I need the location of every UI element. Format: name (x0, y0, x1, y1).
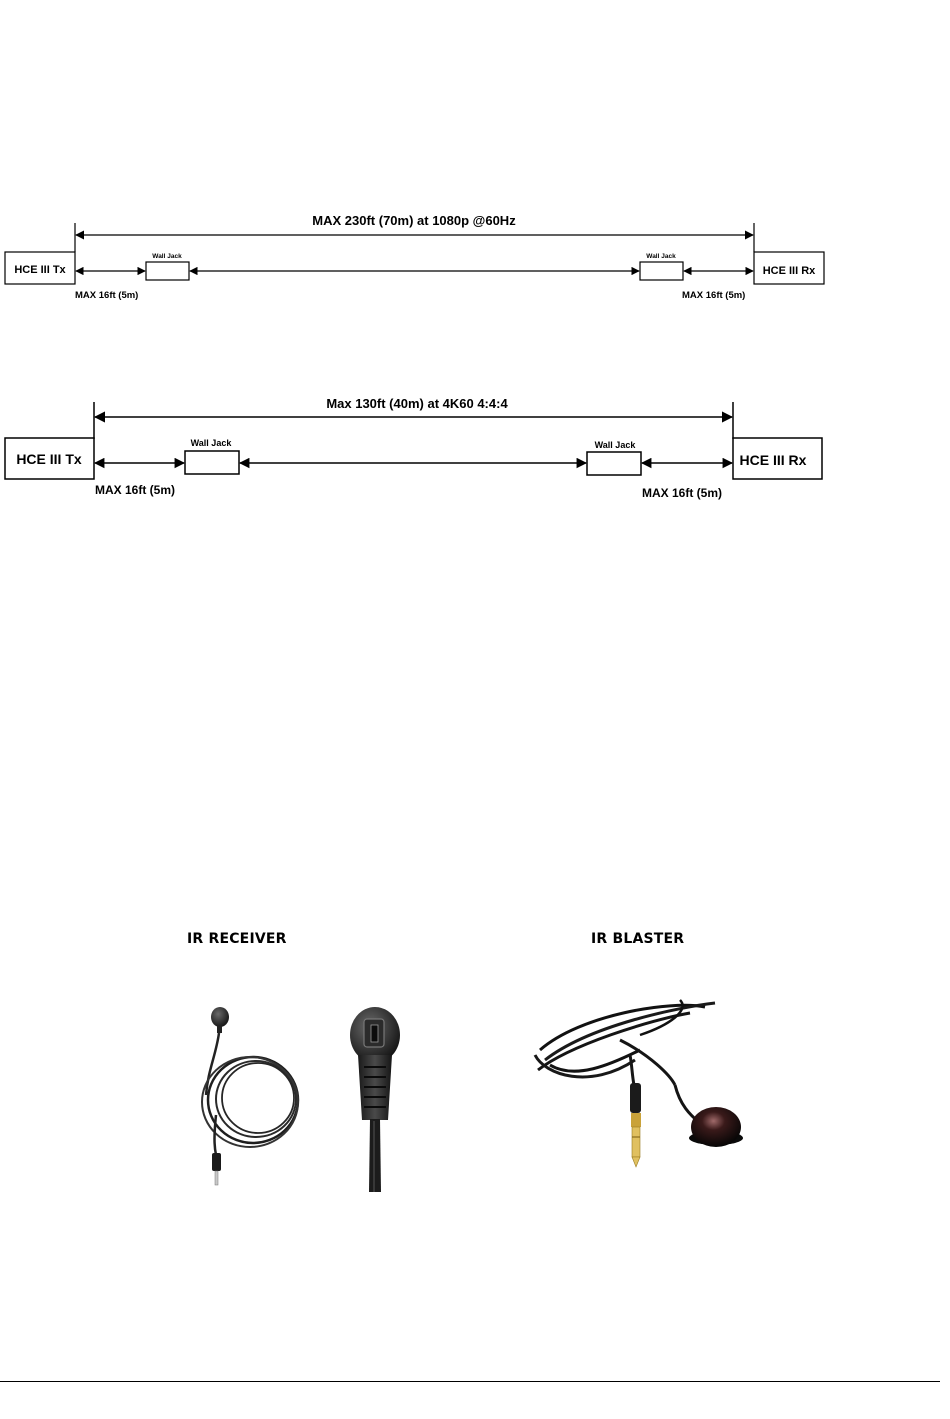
right-wall-jack-label: Wall Jack (595, 440, 637, 450)
left-wall-jack (146, 262, 189, 280)
left-wall-jack-label: Wall Jack (191, 438, 233, 448)
tx-label: HCE III Tx (14, 264, 66, 276)
right-wall-jack (587, 452, 641, 475)
left-max-label: MAX 16ft (5m) (95, 483, 175, 497)
footer-divider (0, 1381, 940, 1382)
ir-blaster-photo (520, 995, 766, 1192)
right-wall-jack-label: Wall Jack (646, 253, 676, 260)
left-wall-jack (185, 451, 239, 474)
rx-label: HCE III Rx (740, 452, 807, 468)
ir-blaster-caption: IR BLASTER (591, 931, 684, 947)
left-wall-jack-label: Wall Jack (152, 253, 182, 260)
right-wall-jack (640, 262, 683, 280)
right-max-label: MAX 16ft (5m) (642, 486, 722, 500)
span-label: MAX 230ft (70m) at 1080p @60Hz (312, 213, 516, 228)
tx-label: HCE III Tx (16, 451, 82, 467)
rx-label: HCE III Rx (763, 265, 816, 277)
left-max-label: MAX 16ft (5m) (75, 290, 138, 301)
right-max-label: MAX 16ft (5m) (682, 290, 745, 301)
connection-diagram-4k60: Max 130ft (40m) at 4K60 4:4:4 HCE III Tx… (0, 385, 950, 510)
ir-receiver-caption: IR RECEIVER (187, 931, 287, 947)
span-label: Max 130ft (40m) at 4K60 4:4:4 (326, 396, 508, 411)
connection-diagram-1080p: MAX 230ft (70m) at 1080p @60Hz HCE III T… (0, 195, 950, 310)
ir-receiver-photo (178, 995, 443, 1192)
